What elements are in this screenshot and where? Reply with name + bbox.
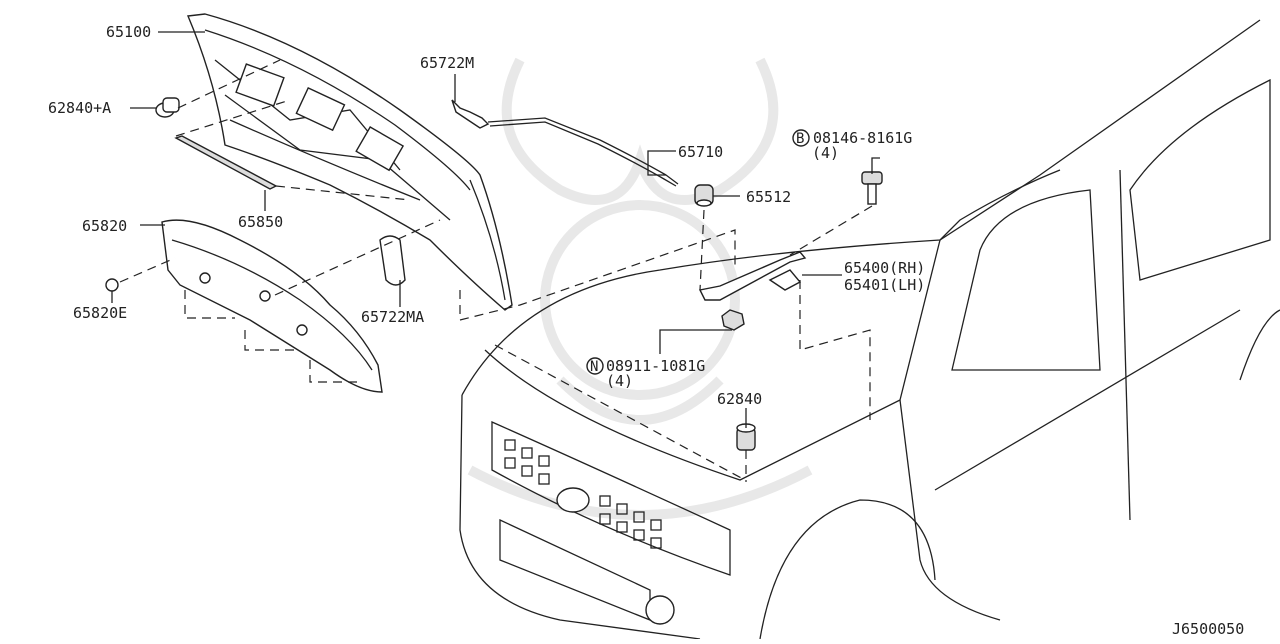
bolt-symbol: B: [796, 131, 804, 147]
support-rod: [487, 117, 679, 187]
label-bolt-qty: (4): [812, 144, 839, 162]
label-65401-lh: 65401(LH): [844, 276, 925, 294]
hood-panel: [186, 13, 513, 311]
bolt-symbol-circle: [792, 129, 810, 147]
label-08146-8161g: 08146-8161G: [813, 129, 912, 147]
label-65850: 65850: [238, 213, 283, 231]
labels: 65100 62840+A 65850 65820 65820E 65722M …: [48, 23, 1244, 638]
label-65722m: 65722M: [420, 54, 474, 72]
label-65512: 65512: [746, 188, 791, 206]
label-65710: 65710: [678, 143, 723, 161]
insulator-clip: [105, 278, 119, 292]
support-rod-grommet: [451, 99, 490, 129]
hood-hinge: [698, 251, 807, 301]
hinge-nut: [721, 309, 745, 331]
hinge-bolt: [861, 171, 883, 205]
assembly-lines: [119, 59, 873, 482]
nut-symbol: N: [590, 359, 598, 375]
hood-insulator: [161, 219, 383, 393]
label-62840: 62840: [717, 390, 762, 408]
label-65100: 65100: [106, 23, 151, 41]
rod-holder: [694, 184, 714, 207]
diagram-code: J6500050: [1172, 620, 1244, 638]
watermark-emblem: [467, 57, 813, 520]
leader-lines: [111, 31, 880, 428]
support-rod-clip: [379, 235, 406, 286]
label-08911-1081g: 08911-1081G: [606, 357, 705, 375]
hood-bumper-a: [155, 97, 180, 118]
vehicle-body: [459, 19, 1280, 640]
nut-symbol-circle: [586, 357, 604, 375]
label-65400-rh: 65400(RH): [844, 259, 925, 277]
label-65722ma: 65722MA: [361, 308, 424, 326]
label-nut-qty: (4): [606, 372, 633, 390]
label-62840-a: 62840+A: [48, 99, 111, 117]
label-65820: 65820: [82, 217, 127, 235]
label-65820e: 65820E: [73, 304, 127, 322]
